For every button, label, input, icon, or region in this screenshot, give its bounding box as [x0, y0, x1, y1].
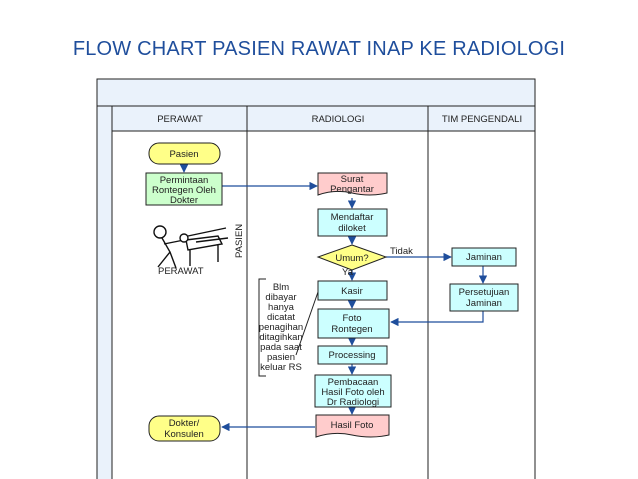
note-line-8: pasien — [267, 352, 295, 363]
node-jaminan-label: Jaminan — [466, 252, 502, 263]
node-foto-rontegen — [317, 308, 390, 339]
lying-patient-icon — [187, 227, 229, 243]
node-persetujuan-line-1: Persetujuan — [459, 287, 510, 298]
node-permintaan-line-2: Rontegen Oleh — [152, 185, 216, 196]
lane-header-row — [111, 105, 536, 132]
node-persetujuan-line-2: Jaminan — [466, 298, 502, 309]
node-permintaan-line-1: Permintaan — [160, 175, 209, 186]
node-surat-line-2: Pengantar — [330, 184, 374, 195]
node-foto-line-2: Rontegen — [331, 324, 372, 335]
edge-persetujuan-foto — [390, 311, 484, 327]
bed-icon — [185, 235, 224, 266]
node-pembacaan-line-1: Pembacaan — [328, 377, 379, 388]
node-persetujuan-jaminan — [449, 283, 519, 312]
note-line-7: pada saat — [260, 342, 302, 353]
node-pembacaan — [314, 374, 392, 408]
perawat-figure-label: PERAWAT — [158, 266, 204, 277]
lane-header-tim-pengendali: TIM PENGENDALI — [442, 114, 522, 125]
edge-label-tidak: Tidak — [390, 246, 413, 257]
node-mendaftar-line-2: diloket — [338, 223, 366, 234]
node-hasil-foto-label: Hasil Foto — [331, 420, 374, 431]
note-line-2: dibayar — [265, 292, 296, 303]
node-processing — [317, 345, 388, 365]
note-line-6: ditagihkan — [259, 332, 302, 343]
edge-label-ya: Ya — [342, 267, 354, 278]
nurse-patient-illustration — [153, 225, 229, 269]
node-foto-line-1: Foto — [342, 313, 361, 324]
note-bracket — [258, 278, 266, 377]
node-permintaan-line-3: Dokter — [170, 195, 198, 206]
swimlane-title-bar — [96, 78, 536, 107]
node-pembacaan-line-3: Dr Radiologi — [327, 397, 379, 408]
pasien-vertical-label: PASIEN — [234, 224, 245, 258]
node-pasien — [148, 142, 221, 165]
note-line-9: keluar RS — [260, 362, 302, 373]
patient-head-icon — [179, 233, 189, 243]
node-jaminan — [451, 247, 517, 267]
node-permintaan — [145, 172, 223, 206]
node-mendaftar — [317, 208, 388, 237]
nurse-head-icon — [153, 225, 167, 239]
node-kasir — [317, 280, 388, 301]
note-line-5: penagihan — [259, 322, 303, 333]
node-pasien-label: Pasien — [169, 149, 198, 160]
note-line-4: dicatat — [267, 312, 295, 323]
lane-header-radiologi: RADIOLOGI — [312, 114, 365, 125]
node-hasil-foto — [315, 414, 390, 438]
node-processing-label: Processing — [329, 350, 376, 361]
note-connector — [295, 291, 319, 356]
node-mendaftar-line-1: Mendaftar — [331, 212, 374, 223]
node-dokter-line-2: Konsulen — [164, 429, 204, 440]
node-pembacaan-line-2: Hasil Foto oleh — [321, 387, 384, 398]
node-surat-pengantar — [317, 172, 388, 196]
page-title: FLOW CHART PASIEN RAWAT INAP KE RADIOLOG… — [72, 38, 566, 60]
node-umum-decision — [316, 244, 388, 271]
note-line-3: hanya — [268, 302, 295, 313]
node-dokter-konsulen — [148, 415, 221, 442]
node-surat-line-1: Surat — [341, 174, 364, 185]
swimlane-left-strip — [96, 105, 113, 479]
node-kasir-label: Kasir — [341, 286, 363, 297]
note-line-1: Blm — [273, 282, 289, 293]
node-umum-label: Umum? — [335, 253, 368, 264]
lane-header-perawat: PERAWAT — [157, 114, 203, 125]
node-dokter-line-1: Dokter/ — [169, 418, 200, 429]
